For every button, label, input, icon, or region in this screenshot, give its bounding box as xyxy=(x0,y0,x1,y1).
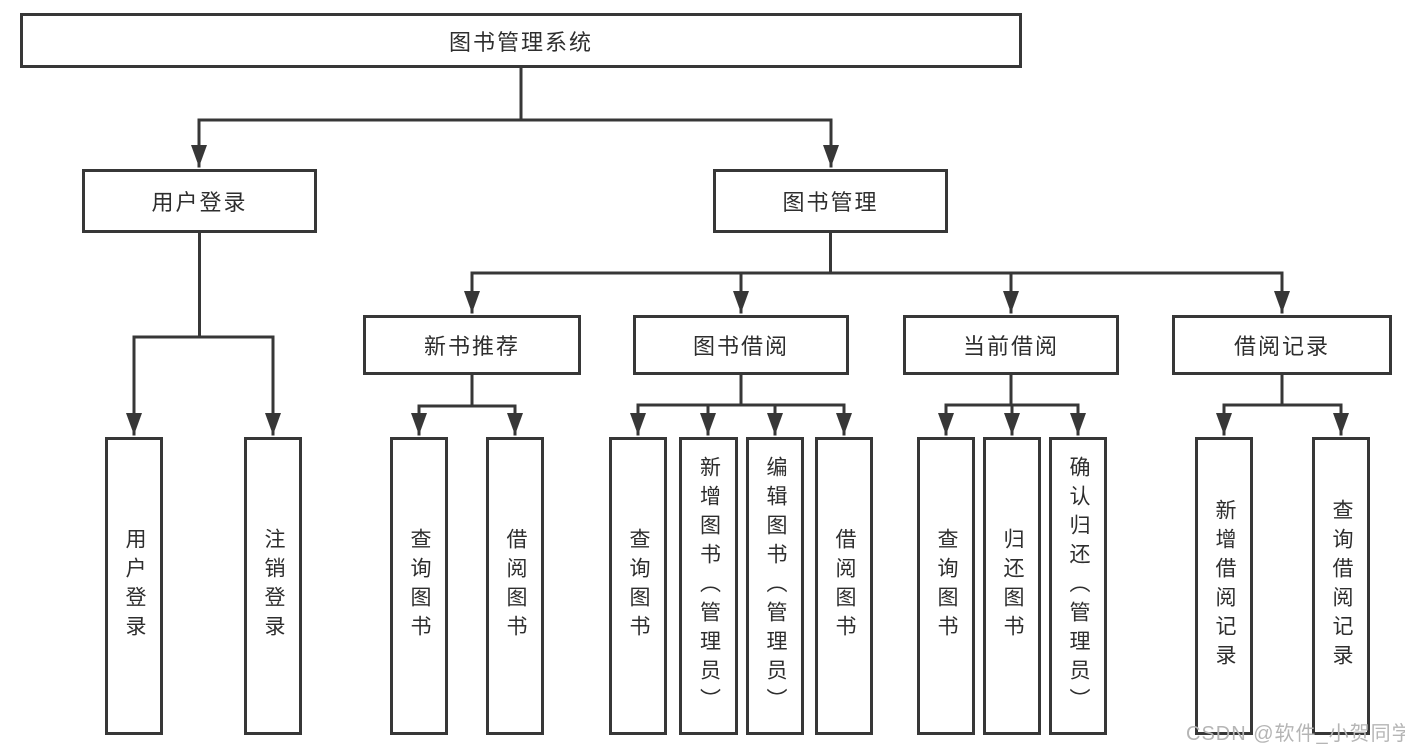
csdn-watermark: CSDN @软件_小贺同学 xyxy=(1186,723,1405,745)
leaf-label: 确认归还（管理员） xyxy=(1067,455,1091,717)
leaf-add-books-admin: 新增图书（管理员） xyxy=(679,437,738,735)
leaf-add-borrow-record: 新增借阅记录 xyxy=(1195,437,1253,735)
leaf-query-books-borrow: 查询图书 xyxy=(609,437,667,735)
node-library-system: 图书管理系统 xyxy=(20,13,1022,68)
leaf-query-borrow-record: 查询借阅记录 xyxy=(1312,437,1370,735)
leaf-label: 借阅图书 xyxy=(833,528,857,644)
node-book-management: 图书管理 xyxy=(713,169,948,233)
leaf-borrow-books-recommend: 借阅图书 xyxy=(486,437,544,735)
leaf-label: 归还图书 xyxy=(1001,528,1025,644)
leaf-logout: 注销登录 xyxy=(244,437,302,735)
leaf-query-books-recommend: 查询图书 xyxy=(390,437,448,735)
leaf-label: 注销登录 xyxy=(262,528,286,644)
leaf-label: 用户登录 xyxy=(123,528,147,644)
leaf-label: 查询图书 xyxy=(408,528,432,644)
leaf-label: 新增借阅记录 xyxy=(1213,499,1237,673)
leaf-edit-books-admin: 编辑图书（管理员） xyxy=(746,437,804,735)
leaf-user-login: 用户登录 xyxy=(105,437,163,735)
leaf-confirm-return-admin: 确认归还（管理员） xyxy=(1049,437,1107,735)
leaf-label: 新增图书（管理员） xyxy=(697,455,721,717)
leaf-query-books-current: 查询图书 xyxy=(917,437,975,735)
node-new-book-recommend: 新书推荐 xyxy=(363,315,581,375)
leaf-label: 查询图书 xyxy=(935,528,959,644)
node-current-borrow: 当前借阅 xyxy=(903,315,1119,375)
leaf-label: 编辑图书（管理员） xyxy=(764,455,788,717)
node-book-borrow: 图书借阅 xyxy=(633,315,849,375)
node-user-login: 用户登录 xyxy=(82,169,317,233)
leaf-label: 借阅图书 xyxy=(504,528,528,644)
node-borrow-records: 借阅记录 xyxy=(1172,315,1392,375)
leaf-return-books: 归还图书 xyxy=(983,437,1041,735)
leaf-label: 查询借阅记录 xyxy=(1330,499,1354,673)
leaf-label: 查询图书 xyxy=(627,528,651,644)
leaf-borrow-books-borrow: 借阅图书 xyxy=(815,437,873,735)
